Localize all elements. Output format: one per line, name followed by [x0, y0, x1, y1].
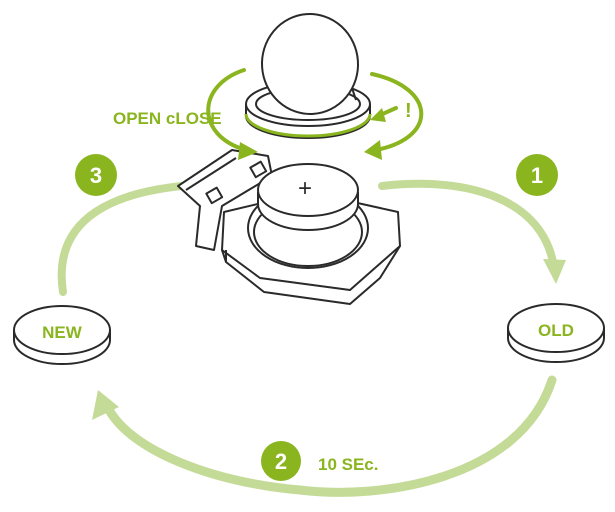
rotate-arrow-right-head [364, 140, 382, 160]
coin-opener [260, 13, 360, 115]
rotate-arrow-right [370, 72, 424, 152]
arrow-head-old-to-new [92, 390, 119, 420]
old-battery [507, 303, 605, 363]
insert-arrow-head [370, 108, 386, 122]
step-number-3: 3 [90, 163, 102, 188]
exclaim-label: ! [405, 100, 412, 122]
arrow-sensor-to-old [378, 179, 557, 266]
arrow-head-sensor-to-old [543, 259, 566, 284]
plus-sign: + [298, 175, 312, 202]
duration-label: 10 SEc. [318, 455, 379, 474]
new-label: NEW [42, 323, 83, 342]
rotate-arrow-left-head [238, 142, 258, 160]
new-battery [13, 305, 111, 365]
step-number-2: 2 [275, 449, 287, 474]
step-badge-3: 3 [75, 154, 117, 196]
rotate-arrow-left [206, 68, 248, 152]
open-close-label: OPEN cLOSE [113, 109, 222, 128]
step-badge-2: 2 [261, 441, 301, 481]
arrow-old-to-new [103, 375, 557, 497]
battery-in-sensor [257, 163, 359, 231]
step-number-1: 1 [531, 163, 543, 188]
old-label: OLD [538, 321, 574, 340]
step-badge-1: 1 [516, 154, 558, 196]
